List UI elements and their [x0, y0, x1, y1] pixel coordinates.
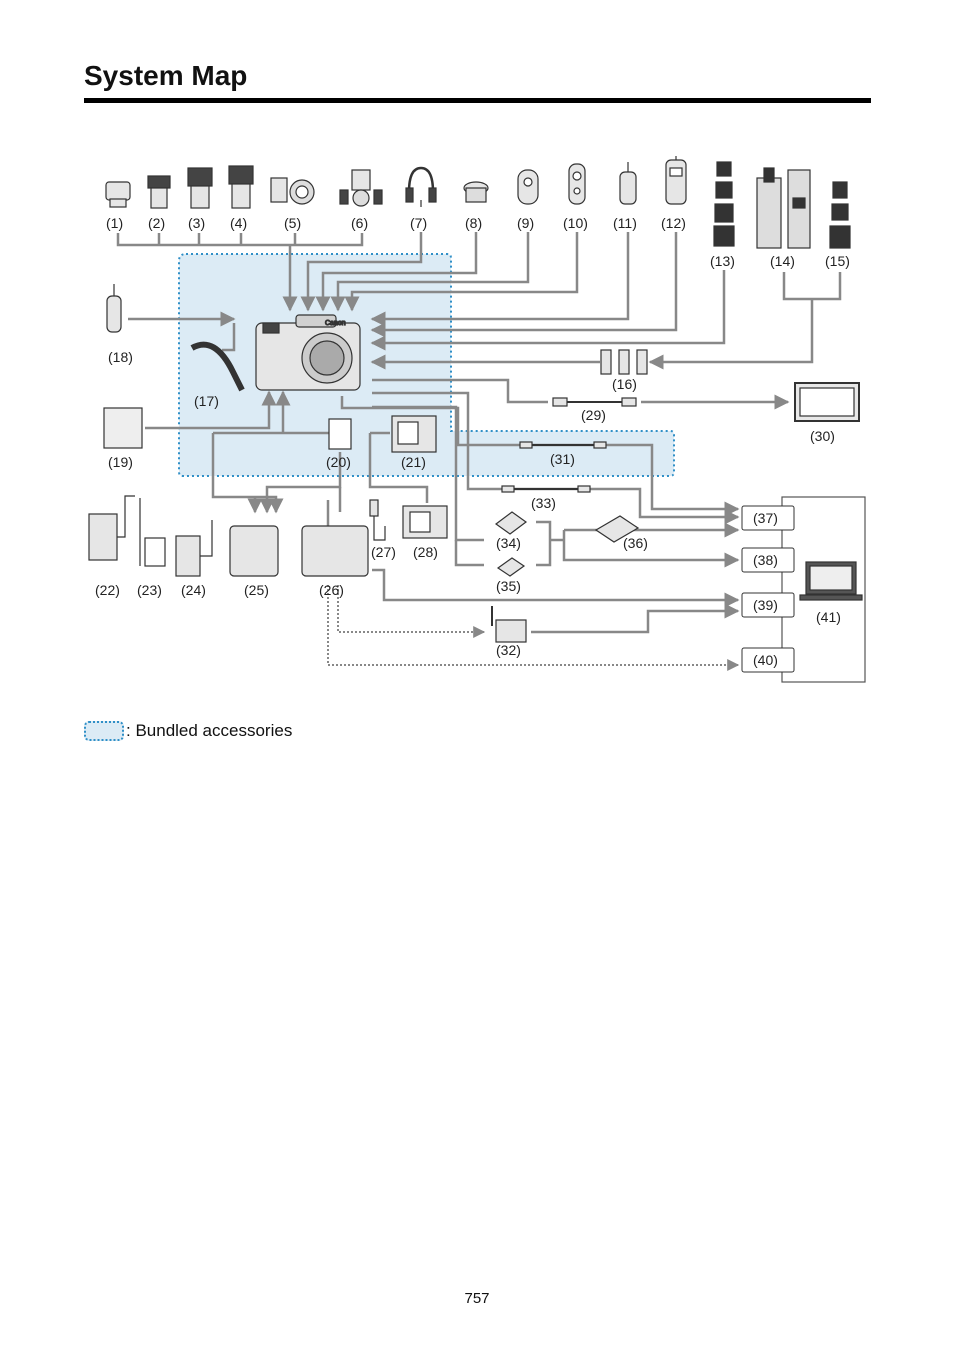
box-38: [741, 547, 795, 573]
memory-card-35-icon: [496, 557, 526, 577]
label-22: (22): [95, 582, 120, 598]
flash-4-icon: [228, 165, 254, 209]
box-37: [741, 505, 795, 531]
flash-3-icon: [187, 167, 213, 209]
battery-charger-28-icon: [402, 505, 448, 539]
title-rule: [84, 98, 871, 103]
label-11: (11): [613, 215, 637, 231]
lenses-15-icon: [829, 181, 851, 249]
label-7: (7): [410, 215, 427, 231]
usb-power-adapter-24-icon: [175, 520, 213, 577]
label-19: (19): [108, 454, 133, 470]
macro-twin-lite-icon: [339, 169, 383, 207]
box-39: [741, 592, 795, 618]
ac-adapter-22-icon: [88, 495, 135, 561]
timer-remote-12-icon: [665, 156, 687, 205]
label-21: (21): [401, 454, 426, 470]
label-16: (16): [612, 376, 637, 392]
label-38: (38): [753, 552, 778, 568]
remote-switch-11-icon: [619, 162, 637, 205]
label-9: (9): [517, 215, 534, 231]
label-4: (4): [230, 215, 247, 231]
macro-ring-lite-icon: [270, 177, 315, 205]
label-15: (15): [825, 253, 850, 269]
wireless-remote-10-icon: [568, 163, 586, 205]
label-20: (20): [326, 454, 351, 470]
label-8: (8): [465, 215, 482, 231]
label-12: (12): [661, 215, 686, 231]
mount-adapters-16-icon: [600, 349, 648, 375]
body-cap-19-icon: [103, 407, 143, 449]
interface-cable-protector-icon: [106, 284, 122, 333]
legend: : Bundled accessories: [84, 719, 292, 743]
connection-lines: [116, 232, 842, 634]
label-29: (29): [581, 407, 606, 423]
card-reader-icon: [594, 515, 640, 543]
label-18: (18): [108, 349, 133, 365]
label-33: (33): [531, 495, 556, 511]
label-32: (32): [496, 642, 521, 658]
label-30: (30): [810, 428, 835, 444]
camera-brand-label: Canon: [325, 320, 346, 327]
label-24: (24): [181, 582, 206, 598]
interface-cable-33-icon: [501, 485, 591, 493]
label-10: (10): [563, 215, 588, 231]
page-title: System Map: [84, 60, 248, 91]
battery-pack-icon: [328, 418, 352, 450]
memory-card-34-icon: [494, 511, 528, 535]
battery-charger-icon: [391, 415, 437, 453]
neck-strap-icon: [190, 341, 245, 392]
wireless-file-transmitter-icon: [491, 606, 527, 643]
lenses-13-icon: [713, 161, 735, 247]
flash-2-icon: [147, 175, 171, 209]
headphones-icon: [405, 166, 437, 207]
hdmi-cable-icon: [552, 397, 637, 407]
dc-coupler-23-icon: [139, 498, 166, 567]
wireless-lines: [327, 585, 740, 671]
battery-grip-25-icon: [229, 525, 279, 577]
label-25: (25): [244, 582, 269, 598]
label-28: (28): [413, 544, 438, 560]
computer-icon: [781, 496, 866, 683]
label-17: (17): [194, 393, 219, 409]
label-6: (6): [351, 215, 368, 231]
label-2: (2): [148, 215, 165, 231]
flash-1-icon: [105, 181, 131, 208]
battery-grip-26-icon: [301, 525, 369, 577]
label-27: (27): [371, 544, 396, 560]
label-40: (40): [753, 652, 778, 668]
tv-icon: [794, 382, 860, 422]
label-31: (31): [550, 451, 575, 467]
box-40: [741, 647, 795, 673]
label-39: (39): [753, 597, 778, 613]
label-14: (14): [770, 253, 795, 269]
system-map-diagram: Canon: [88, 156, 866, 683]
legend-bundled-swatch: [84, 721, 124, 741]
microphone-icon: [463, 181, 489, 203]
label-13: (13): [710, 253, 735, 269]
label-26: (26): [319, 582, 344, 598]
interface-cable-31-icon: [519, 441, 607, 449]
camera-body: Canon: [255, 314, 361, 391]
car-battery-cable-icon: [369, 499, 386, 541]
legend-label: : Bundled accessories: [126, 721, 293, 740]
lenses-14-icon: [756, 167, 811, 249]
label-23: (23): [137, 582, 162, 598]
label-34: (34): [496, 535, 521, 551]
label-41: (41): [816, 609, 841, 625]
label-37: (37): [753, 510, 778, 526]
page-number: 757: [464, 1290, 490, 1307]
label-35: (35): [496, 578, 521, 594]
wireless-remote-9-icon: [517, 169, 539, 205]
label-5: (5): [284, 215, 301, 231]
label-1: (1): [106, 215, 123, 231]
label-3: (3): [188, 215, 205, 231]
label-36: (36): [623, 535, 648, 551]
